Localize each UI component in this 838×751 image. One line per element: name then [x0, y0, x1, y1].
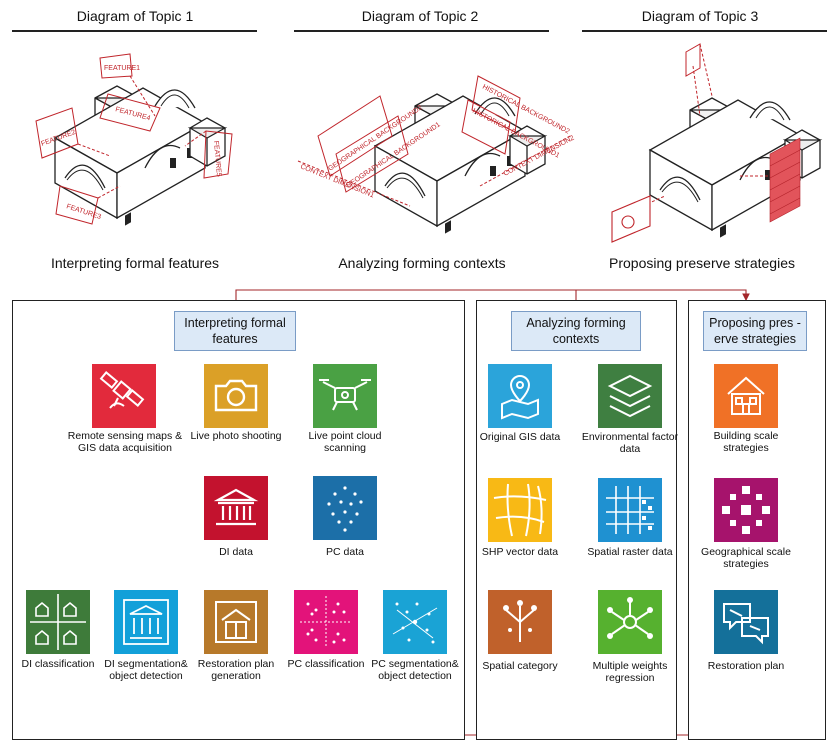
label-original-gis: Original GIS data	[479, 431, 561, 443]
museum-icon	[204, 476, 268, 540]
label-pc-classification: PC classification	[287, 658, 365, 670]
label-restoration-generation: Restoration plan generation	[197, 658, 275, 682]
panel3-header: Proposing pres -erve strategies	[703, 311, 807, 351]
squares-grid-icon	[714, 478, 778, 542]
label-di-segmentation: DI segmentation& object detection	[104, 658, 188, 682]
panel2-header: Analyzing forming contexts	[511, 311, 641, 351]
label-pc-data: PC data	[326, 546, 364, 558]
point-cloud-icon	[313, 476, 377, 540]
caption-3: Proposing preserve strategies	[609, 255, 795, 271]
tile-point-cloud-scan	[313, 364, 377, 428]
tile-di-segmentation	[114, 590, 178, 654]
tile-shp-vector	[488, 478, 552, 542]
label-pc-segmentation: PC segmentation& object detection	[371, 658, 459, 682]
panel1-header-text: Interpreting formal features	[184, 316, 286, 346]
tile-weights-regression	[598, 590, 662, 654]
houses-grid-icon	[26, 590, 90, 654]
detection-icon	[114, 590, 178, 654]
network-points-icon	[383, 590, 447, 654]
caption-1: Interpreting formal features	[50, 255, 220, 271]
topic-rule-2	[294, 30, 549, 32]
raster-grid-icon	[598, 478, 662, 542]
tile-original-gis	[488, 364, 552, 428]
layers-icon	[598, 364, 662, 428]
feature-tag-1: FEATURE1	[104, 65, 140, 72]
topic-title-1: Diagram of Topic 1	[76, 8, 194, 24]
tile-remote-sensing	[92, 364, 156, 428]
chat-tools-icon	[714, 590, 778, 654]
topic-rule-1	[12, 30, 257, 32]
tile-pc-data	[313, 476, 377, 540]
vector-lines-icon	[488, 478, 552, 542]
label-spatial-raster: Spatial raster data	[587, 546, 673, 558]
tile-geographical-scale	[714, 478, 778, 542]
panel2-header-text: Analyzing forming contexts	[526, 316, 626, 346]
map-pin-icon	[488, 364, 552, 428]
topic-rule-3	[582, 30, 827, 32]
topic-title-3: Diagram of Topic 3	[641, 8, 759, 24]
tile-spatial-category	[488, 590, 552, 654]
camera-icon	[204, 364, 268, 428]
tile-building-scale	[714, 364, 778, 428]
label-spatial-category: Spatial category	[482, 660, 558, 672]
feature-tag-5: FEATURE5	[212, 141, 222, 178]
tile-pc-segmentation	[383, 590, 447, 654]
label-restoration-plan: Restoration plan	[707, 660, 785, 672]
label-di-classification: DI classification	[21, 658, 95, 670]
tile-pc-classification	[294, 590, 358, 654]
tile-di-data	[204, 476, 268, 540]
label-remote-sensing: Remote sensing maps & GIS data acquisiti…	[67, 430, 183, 454]
caption-2: Analyzing forming contexts	[338, 255, 506, 271]
label-live-photo: Live photo shooting	[190, 430, 282, 442]
tile-live-photo	[204, 364, 268, 428]
satellite-icon	[92, 364, 156, 428]
building-illustrations: FEATURE1 FEATURE2 FEATURE3 FEATURE4 FEAT…	[35, 43, 821, 243]
hub-network-icon	[598, 590, 662, 654]
house-icon	[714, 364, 778, 428]
topic-title-2: Diagram of Topic 2	[361, 8, 479, 24]
panel3-header-text: Proposing pres -erve strategies	[709, 316, 801, 346]
label-di-data: DI data	[219, 546, 253, 558]
scatter-grid-icon	[294, 590, 358, 654]
label-building-scale: Building scale strategies	[713, 430, 779, 454]
label-weights-regression: Multiple weights regression	[592, 660, 668, 684]
tile-restoration-generation	[204, 590, 268, 654]
building-plan-icon	[204, 590, 268, 654]
label-shp-vector: SHP vector data	[481, 546, 559, 558]
tile-di-classification	[26, 590, 90, 654]
label-geographical-scale: Geographical scale strategies	[701, 546, 791, 570]
tile-spatial-raster	[598, 478, 662, 542]
label-environmental: Environmental factor data	[581, 431, 679, 455]
label-point-cloud-scan: Live point cloud scanning	[308, 430, 382, 454]
branch-icon	[488, 590, 552, 654]
drone-icon	[313, 364, 377, 428]
tile-environmental	[598, 364, 662, 428]
tile-restoration-plan	[714, 590, 778, 654]
panel1-header: Interpreting formal features	[174, 311, 296, 351]
